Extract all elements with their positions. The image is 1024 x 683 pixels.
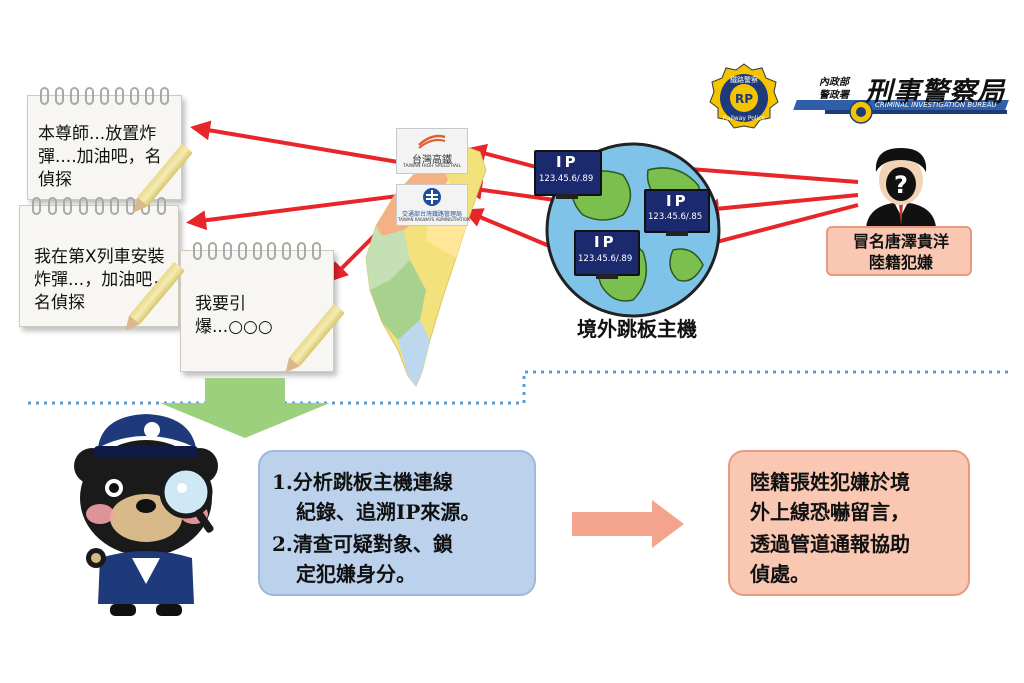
thsr-name-en: TAIWAN HIGH SPEED RAIL bbox=[403, 164, 461, 169]
police-bear-mascot bbox=[74, 414, 218, 616]
step-2-line-2: 定犯嫌身分。 bbox=[296, 562, 416, 586]
tra-emblem-icon bbox=[423, 188, 441, 206]
note-1: 本尊師...放置炸彈....加油吧，名偵探 bbox=[27, 87, 182, 200]
monitor-3-ip: 123.45.6/.89 bbox=[578, 254, 633, 264]
result-line-4: 偵處。 bbox=[750, 562, 810, 586]
step-1-line-1: 1.分析跳板主機連線 bbox=[272, 470, 453, 494]
monitor-2-ip: 123.45.6/.85 bbox=[648, 212, 703, 222]
monitor-2-label: IP bbox=[666, 192, 689, 210]
thsr-logo: 台灣高鐵 TAIWAN HIGH SPEED RAIL bbox=[396, 128, 468, 174]
thsr-name: 台灣高鐵 bbox=[412, 155, 452, 166]
tra-name: 交通部台灣鐵路管理局 bbox=[401, 211, 462, 218]
question-mark-icon: ? bbox=[894, 171, 908, 199]
railway-police-cn: 鐵路警察 bbox=[730, 75, 758, 84]
monitor-3: IP 123.45.6/.89 bbox=[574, 230, 640, 282]
monitor-1-label: IP bbox=[556, 153, 579, 171]
note-1-text: 本尊師...放置炸彈....加油吧，名偵探 bbox=[38, 124, 162, 190]
note-2-text: 我在第X列車安裝炸彈...，加油吧，名偵探 bbox=[34, 247, 170, 313]
cib-name: 刑事警察局 bbox=[865, 77, 1005, 108]
tra-logo: 交通部台灣鐵路管理局 TAIWAN RAILWAYS ADMINISTRATIO… bbox=[396, 184, 471, 226]
right-arrow-icon bbox=[572, 500, 684, 548]
suspect-label-box: 冒名唐澤貴洋陸籍犯嫌 bbox=[826, 226, 972, 276]
arrow-suspect-to-monitor2 bbox=[699, 193, 859, 219]
cib-en: CRIMINAL INVESTIGATION BUREAU bbox=[875, 101, 997, 109]
monitor-1: IP 123.45.6/.89 bbox=[534, 150, 602, 200]
tra-name-en: TAIWAN RAILWAYS ADMINISTRATION bbox=[398, 217, 471, 222]
result-line-2: 外上線恐嚇留言， bbox=[750, 500, 910, 524]
cib-top: 內政部 bbox=[819, 77, 849, 88]
arrow-thsr-to-note1 bbox=[190, 120, 399, 164]
analysis-steps-box: 1.分析跳板主機連線 紀錄、追溯IP來源。 2.清查可疑對象、鎖 定犯嫌身分。 bbox=[258, 450, 536, 596]
railway-police-en: Railway Police bbox=[723, 115, 766, 122]
step-1-line-2: 紀錄、追溯IP來源。 bbox=[296, 500, 481, 524]
cib-logo: 內政部 警政署 刑事警察局 CRIMINAL INVESTIGATION BUR… bbox=[793, 70, 1010, 130]
monitor-2: IP 123.45.6/.85 bbox=[644, 189, 710, 239]
monitor-3-label: IP bbox=[594, 233, 617, 251]
step-2-line-1: 2.清查可疑對象、鎖 bbox=[272, 532, 453, 556]
railway-police-logo: RP 鐵路警察 Railway Police bbox=[709, 63, 779, 129]
result-line-3: 透過管道通報協助 bbox=[750, 532, 910, 556]
result-line-1: 陸籍張姓犯嫌於境 bbox=[750, 470, 910, 494]
globe-caption: 境外跳板主機 bbox=[577, 317, 697, 341]
note-3-text: 我要引爆...○○○ bbox=[195, 294, 273, 337]
thsr-swoosh-icon bbox=[418, 134, 446, 149]
result-box: 陸籍張姓犯嫌於境 外上線恐嚇留言， 透過管道通報協助 偵處。 bbox=[728, 450, 970, 596]
cib-sub: 警政署 bbox=[819, 90, 849, 101]
suspect-label: 冒名唐澤貴洋陸籍犯嫌 bbox=[852, 232, 949, 272]
rp-text: RP bbox=[735, 92, 753, 106]
down-arrow-icon bbox=[160, 378, 330, 438]
arrow-tra-to-note2 bbox=[186, 194, 399, 231]
suspect-avatar: ? bbox=[866, 148, 936, 228]
monitor-1-ip: 123.45.6/.89 bbox=[539, 174, 594, 184]
arrow-monitor1-to-thsr bbox=[466, 143, 541, 170]
cib-emblem-icon bbox=[849, 100, 873, 124]
